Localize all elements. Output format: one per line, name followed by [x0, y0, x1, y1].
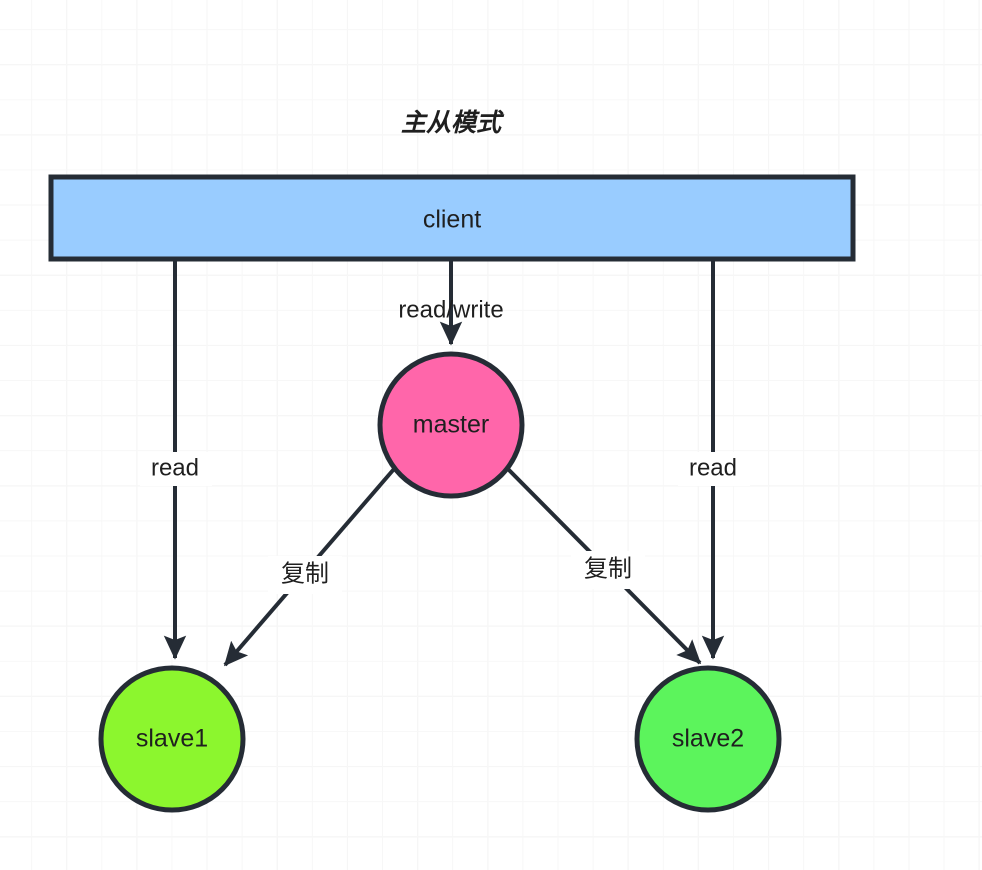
- node-slave1-label: slave1: [136, 725, 208, 753]
- node-master[interactable]: master: [377, 351, 525, 499]
- edge-label-replicate-left: 复制: [281, 560, 329, 587]
- edge-label-read-left: read: [151, 454, 199, 481]
- node-slave2-label: slave2: [672, 725, 744, 753]
- edge-label-backdrop-replicate-left: [268, 556, 342, 594]
- node-master-label: master: [413, 411, 489, 439]
- node-slave1[interactable]: slave1: [98, 665, 246, 813]
- edge-client-master: read/write: [398, 259, 504, 346]
- edge-label-backdrop-read-left: [140, 452, 212, 486]
- node-client[interactable]: client: [48, 174, 856, 262]
- edge-label-backdrop-read-right: [678, 452, 750, 486]
- edge-label-backdrop-replicate-right: [571, 551, 645, 589]
- edge-label-read-right: read: [689, 454, 737, 481]
- edge-master-slave2: 复制: [506, 467, 702, 665]
- node-master-shape[interactable]: [377, 351, 525, 499]
- edge-label-read-write: read/write: [398, 296, 503, 323]
- node-client-shape[interactable]: [48, 174, 856, 262]
- edge-master-slave1: 复制: [223, 467, 396, 667]
- edge-client-slave1: read: [140, 259, 212, 660]
- node-slave2-shape[interactable]: [634, 665, 782, 813]
- diagram-title: 主从模式: [401, 109, 505, 137]
- node-slave1-shape[interactable]: [98, 665, 246, 813]
- edge-client-slave2: read: [678, 259, 750, 660]
- edge-label-replicate-right: 复制: [584, 555, 632, 582]
- node-client-label: client: [423, 206, 481, 234]
- node-slave2[interactable]: slave2: [634, 665, 782, 813]
